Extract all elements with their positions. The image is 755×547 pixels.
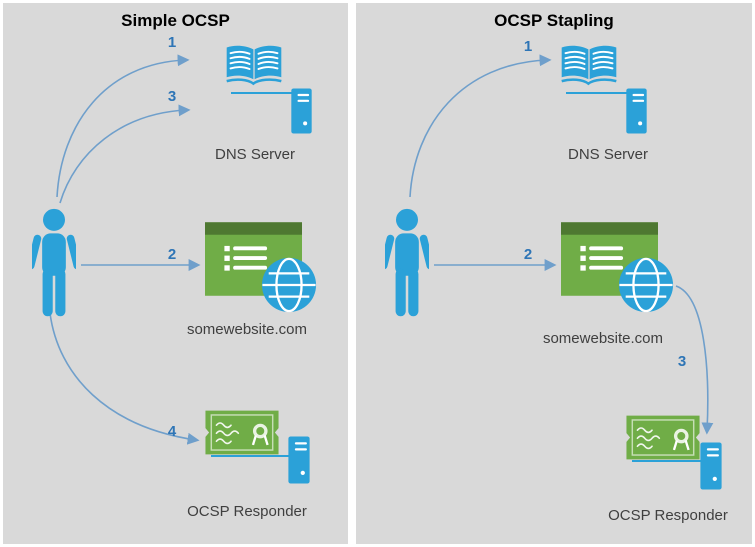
ocsp-stapling-panel: OCSP Stapling 1 2 3 DNS Server somewebsi… — [356, 3, 752, 544]
dns-server-icon — [624, 87, 649, 135]
dns-book-icon — [222, 43, 286, 90]
user-icon — [32, 207, 76, 319]
ocsp-server-icon — [698, 441, 724, 491]
arrow-step-4 — [49, 312, 200, 445]
step-2-label: 2 — [523, 246, 533, 263]
step-4-label: 4 — [167, 423, 177, 440]
arrow-step-1 — [56, 54, 190, 198]
arrows-layer-left — [49, 54, 301, 457]
user-icon — [385, 207, 429, 319]
ocsp-responder-label: OCSP Responder — [187, 503, 307, 520]
panel-title: OCSP Stapling — [494, 11, 614, 30]
step-1-label: 1 — [523, 38, 533, 55]
website-label: somewebsite.com — [542, 330, 664, 347]
arrows-layer-right — [409, 54, 714, 462]
globe-icon — [260, 256, 318, 314]
step-3-label: 3 — [677, 353, 687, 370]
website-label: somewebsite.com — [186, 321, 308, 338]
arrow-step-3 — [675, 285, 714, 435]
step-2-label: 2 — [167, 246, 177, 263]
dns-book-icon — [557, 43, 621, 90]
ocsp-server-icon — [286, 435, 312, 485]
arrow-step-3 — [59, 104, 191, 204]
panel-title: Simple OCSP — [121, 11, 230, 30]
certificate-icon — [204, 409, 280, 456]
dns-server-label: DNS Server — [567, 146, 649, 163]
globe-icon — [617, 256, 675, 314]
simple-ocsp-panel: Simple OCSP 1 3 2 4 DNS Server somewebsi… — [3, 3, 348, 544]
step-3-label: 3 — [167, 88, 177, 105]
arrow-step-1 — [409, 54, 552, 198]
dns-server-icon — [289, 87, 314, 135]
dns-server-label: DNS Server — [214, 146, 296, 163]
ocsp-responder-label: OCSP Responder — [608, 507, 728, 524]
certificate-icon — [625, 414, 701, 461]
step-1-label: 1 — [167, 34, 177, 51]
